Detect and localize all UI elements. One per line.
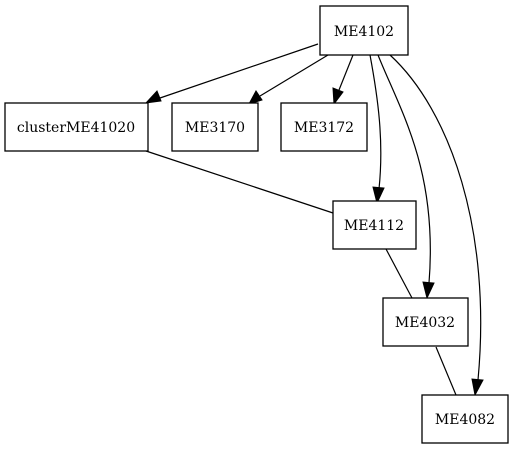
node-label: ME3172 bbox=[294, 120, 354, 136]
node-label: ME4112 bbox=[344, 218, 404, 234]
node-label: ME3170 bbox=[185, 120, 245, 136]
node-label: clusterME41020 bbox=[17, 120, 135, 136]
node-label: ME4102 bbox=[334, 24, 394, 40]
edge-me4102-to-me3172 bbox=[332, 54, 354, 106]
edge-me4102-to-me3170 bbox=[247, 54, 329, 105]
edge-me4032-me4082 bbox=[435, 346, 457, 396]
node-me4102: ME4102 bbox=[319, 5, 409, 56]
node-clustere41020: clusterME41020 bbox=[4, 102, 149, 152]
edge-me4102-to-me4032 bbox=[377, 54, 435, 300]
edge-me4102-to-me4082 bbox=[389, 54, 484, 397]
node-me4082: ME4082 bbox=[421, 394, 509, 444]
edge-me4112-me4032 bbox=[385, 248, 413, 299]
edge-me4102-to-me4112 bbox=[369, 54, 385, 205]
node-me4112: ME4112 bbox=[332, 200, 417, 250]
edge-me4102-to-clusterme41020 bbox=[144, 43, 319, 104]
node-label: ME4082 bbox=[435, 412, 495, 428]
node-label: ME4032 bbox=[395, 315, 455, 331]
node-me3170: ME3170 bbox=[171, 102, 259, 152]
node-me3172: ME3172 bbox=[280, 102, 368, 152]
edge-clusterme41020-me4112 bbox=[145, 150, 334, 214]
node-me4032: ME4032 bbox=[382, 297, 469, 347]
